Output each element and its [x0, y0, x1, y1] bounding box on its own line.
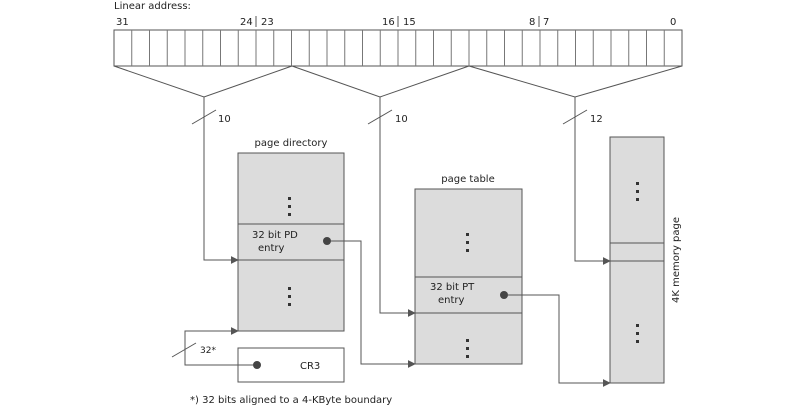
cr3-width-slash [171, 342, 197, 358]
pd-to-pt-arrow [331, 240, 416, 368]
mem-ellipsis-top [636, 182, 639, 201]
bit-label-8: 8 [529, 17, 535, 28]
bit-labels: 31 24 23 16 15 8 7 0 [116, 16, 676, 28]
cr3-width-label: 32* [200, 346, 216, 356]
pt-entry-line2: entry [438, 295, 465, 306]
field-width-table: 10 [395, 114, 408, 125]
bit-label-16: 16 [382, 17, 395, 28]
pt-ellipsis-top [466, 233, 469, 252]
cr3-pointer-dot [253, 361, 261, 369]
memory-page-title: 4K memory page [671, 217, 682, 303]
bit-label-23: 23 [261, 17, 274, 28]
cr3-to-pd-arrow [184, 327, 253, 366]
pt-entry-line1: 32 bit PT [430, 282, 475, 293]
pd-entry-line1: 32 bit PD [252, 230, 298, 241]
field-width-dir: 10 [218, 114, 231, 125]
mem-ellipsis-bottom [636, 324, 639, 343]
pd-ellipsis-top [288, 197, 291, 216]
bit-label-7: 7 [543, 17, 549, 28]
field-braces [113, 65, 683, 98]
pt-ellipsis-bottom [466, 339, 469, 358]
bit-label-24: 24 [240, 17, 253, 28]
cr3-label: CR3 [300, 361, 320, 372]
field-width-offset: 12 [590, 114, 603, 125]
table-index-arrow [379, 97, 416, 317]
field-width-markers: 10 10 12 [191, 109, 603, 125]
linear-address-register [113, 29, 683, 67]
linear-address-title: Linear address: [114, 1, 191, 12]
memory-page-target [609, 242, 665, 262]
pd-entry-pointer-dot [323, 237, 331, 245]
pd-entry-line2: entry [258, 243, 285, 254]
bit-label-31: 31 [116, 17, 129, 28]
offset-arrow [574, 97, 611, 265]
dir-index-arrow [203, 97, 239, 264]
page-table-title: page table [441, 174, 494, 185]
pt-to-page-arrow [508, 294, 611, 387]
bit-label-0: 0 [670, 17, 676, 28]
footnote: *) 32 bits aligned to a 4-KByte boundary [190, 395, 392, 406]
bit-label-15: 15 [403, 17, 416, 28]
page-directory-title: page directory [255, 138, 328, 149]
pt-entry-pointer-dot [500, 291, 508, 299]
pd-ellipsis-bottom [288, 287, 291, 306]
